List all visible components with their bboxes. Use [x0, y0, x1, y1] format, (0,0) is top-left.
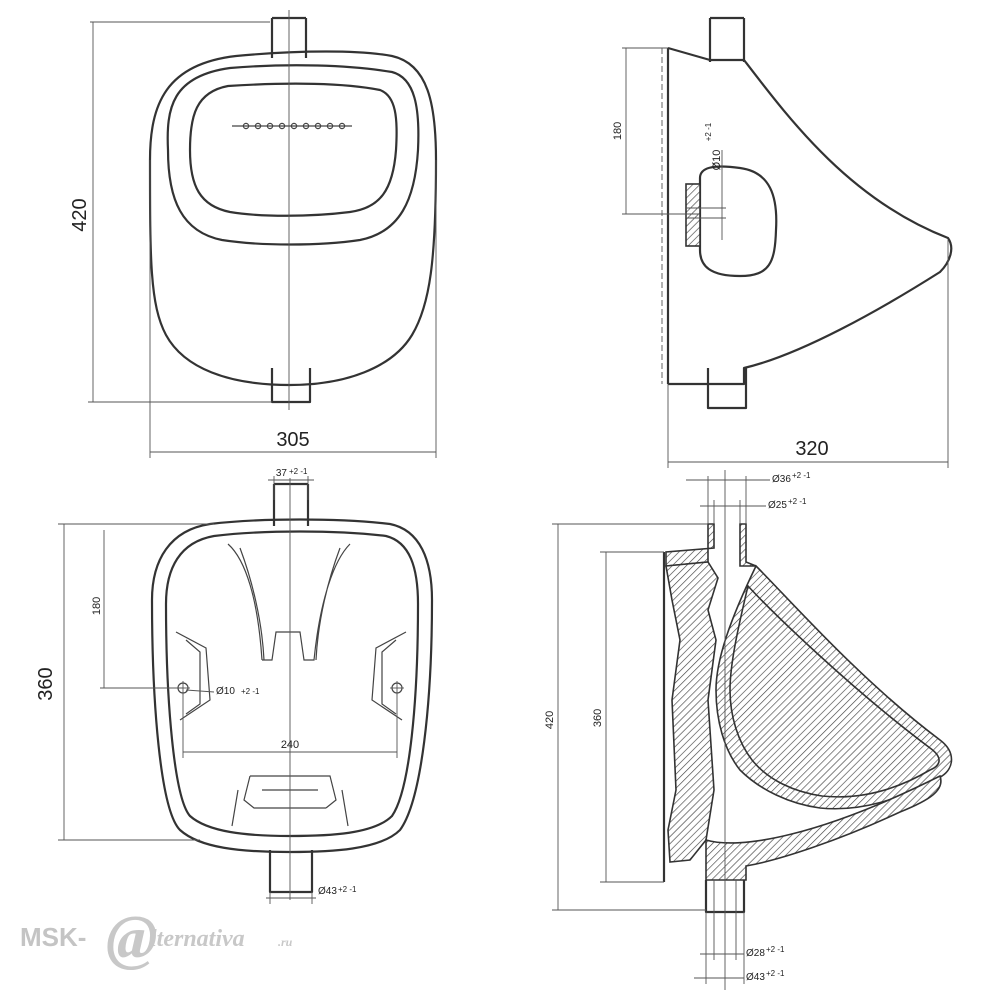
top-hole-dia-label: Ø10: [216, 686, 235, 697]
section-inlet-wall-left: [665, 523, 715, 567]
front-bowl-rim: [166, 64, 420, 246]
top-hole-height-label: 180: [91, 597, 103, 615]
section-outlet-inner-tol-label: +2 -1: [766, 945, 785, 954]
top-hole-spacing-label: 240: [281, 739, 299, 751]
top-inner-rim: [164, 530, 420, 838]
watermark-suffix: lternativa: [150, 926, 245, 952]
front-outlet-pipe: [270, 368, 312, 404]
section-back-wall: [665, 561, 719, 863]
section-inlet-inner-label: Ø25: [768, 500, 787, 511]
section-trap: [705, 774, 942, 881]
section-inner-height-label: 360: [592, 709, 604, 727]
top-outer-rim: [150, 518, 434, 854]
side-hole-tol-label: +2 -1: [704, 122, 713, 141]
section-inlet-wall-right: [739, 523, 757, 567]
section-outlet-inner-label: Ø28: [746, 948, 765, 959]
watermark-logo: MSK- @ lternativa .ru: [20, 904, 293, 972]
top-inlet-tol-label: +2 -1: [289, 467, 308, 476]
side-hole-dia-label: Ø10: [711, 150, 723, 171]
top-outlet-pipe: [268, 850, 314, 894]
front-view: 420 305: [69, 10, 438, 458]
front-body-outline: [148, 50, 438, 387]
section-bowl-profile: [715, 564, 953, 810]
side-inlet-pipe: [708, 16, 746, 62]
section-inlet-outer-label: Ø36: [772, 474, 791, 485]
front-width-label: 305: [276, 429, 309, 451]
side-outlet-pipe: [706, 368, 748, 410]
front-height-label: 420: [69, 198, 91, 231]
side-depth-label: 320: [795, 438, 828, 460]
side-view: 180 Ø10 +2 -1 320: [612, 16, 953, 468]
top-outlet-tol-label: +2 -1: [338, 885, 357, 894]
section-view: Ø36 +2 -1 Ø25 +2 -1 420 360 Ø28 +2 -1 Ø4…: [544, 470, 953, 990]
section-inlet-outer-tol-label: +2 -1: [792, 471, 811, 480]
top-height-label: 360: [35, 667, 57, 700]
front-spray-holes: [242, 122, 346, 130]
section-height-label: 420: [544, 711, 556, 729]
watermark-prefix: MSK-: [20, 922, 86, 952]
section-outlet-outer-label: Ø43: [746, 972, 765, 983]
front-bowl-inner: [188, 82, 398, 217]
top-outlet-dia-label: Ø43: [318, 886, 337, 897]
top-hole-tol-label: +2 -1: [241, 687, 260, 696]
watermark-domain: .ru: [278, 935, 293, 949]
section-outlet-outer-tol-label: +2 -1: [766, 969, 785, 978]
side-fixing-recess: [698, 165, 778, 278]
top-internal-ribs: [175, 543, 407, 827]
top-inlet-width-label: 37: [276, 468, 288, 479]
top-view: 37 +2 -1 360 180 Ø10 +2 -1 240 Ø43 +2 -1: [35, 467, 434, 904]
watermark-at: @: [106, 904, 158, 972]
side-inlet-height-label: 180: [612, 122, 624, 140]
side-body-profile: [667, 46, 953, 386]
section-inlet-inner-tol-label: +2 -1: [788, 497, 807, 506]
